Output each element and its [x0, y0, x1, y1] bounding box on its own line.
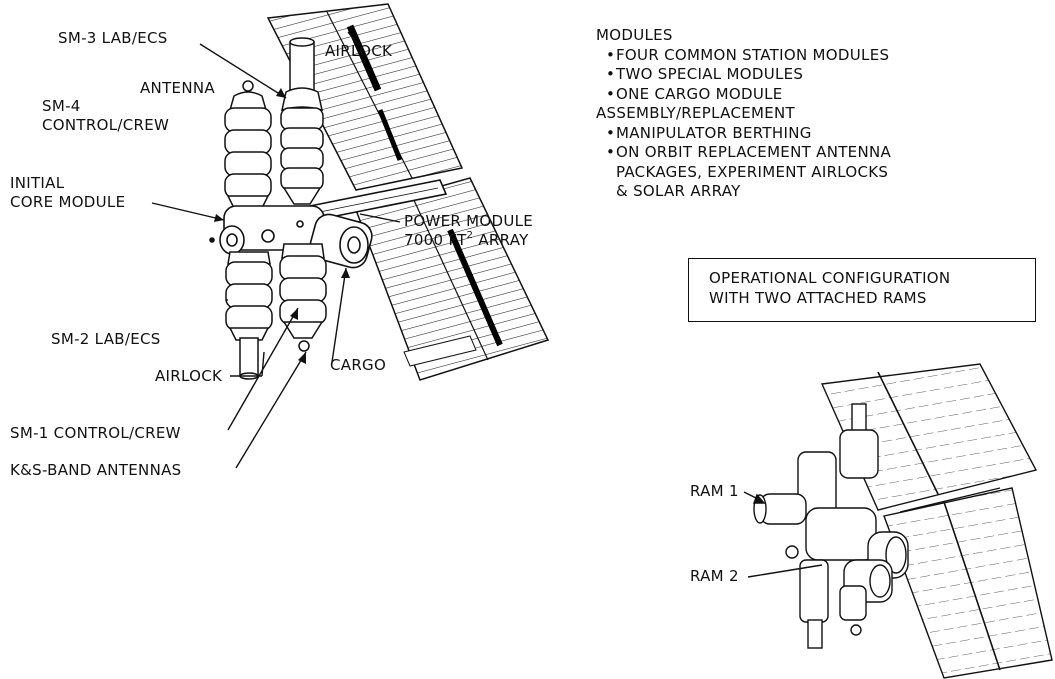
cargo-label: CARGO: [330, 356, 386, 375]
modules-item: •FOUR COMMON STATION MODULES: [596, 46, 891, 66]
small-station: [754, 364, 1052, 678]
ram1-label: RAM 1: [690, 482, 739, 501]
assembly-item: •ON ORBIT REPLACEMENT ANTENNA PACKAGES, …: [596, 143, 891, 202]
sm1-label: SM-1 CONTROL/CREW: [10, 424, 181, 443]
sm2-module: [226, 252, 272, 379]
bullet-icon: •: [606, 143, 615, 163]
bullet-icon: •: [606, 124, 615, 144]
sm2-label: SM-2 LAB/ECS: [51, 330, 161, 349]
initial-core-label: INITIAL CORE MODULE: [10, 174, 125, 212]
power-module-line2: 7000 FT2 ARRAY: [404, 231, 533, 250]
assembly-item: •MANIPULATOR BERTHING: [596, 124, 891, 144]
bullet-icon: •: [606, 46, 615, 66]
assembly-header: ASSEMBLY/REPLACEMENT: [596, 104, 891, 124]
power-module-label: POWER MODULE 7000 FT2 ARRAY: [404, 212, 533, 250]
sm1-module: [280, 244, 326, 351]
solar-array-lower: [356, 178, 548, 380]
bullet-icon: •: [606, 65, 615, 85]
ks-band-label: K&S-BAND ANTENNAS: [10, 461, 181, 480]
ram2-label: RAM 2: [690, 567, 739, 586]
notes-block: MODULES •FOUR COMMON STATION MODULES •TW…: [596, 26, 891, 202]
bullet-icon: •: [606, 85, 615, 105]
modules-header: MODULES: [596, 26, 891, 46]
sm4-label: SM-4 CONTROL/CREW: [42, 97, 169, 135]
power-module-array: ARRAY: [473, 231, 528, 249]
sm3-label: SM-3 LAB/ECS: [58, 29, 168, 48]
airlock-top-label: AIRLOCK: [325, 42, 392, 61]
antenna-label: ANTENNA: [140, 79, 215, 98]
power-module-line1: POWER MODULE: [404, 212, 533, 231]
modules-item: •TWO SPECIAL MODULES: [596, 65, 891, 85]
modules-item: •ONE CARGO MODULE: [596, 85, 891, 105]
configuration-box: OPERATIONAL CONFIGURATION WITH TWO ATTAC…: [688, 258, 1036, 322]
sm4-module: [225, 81, 271, 212]
power-module-area: 7000 FT: [404, 231, 467, 249]
airlock-bottom-label: AIRLOCK: [155, 367, 222, 386]
